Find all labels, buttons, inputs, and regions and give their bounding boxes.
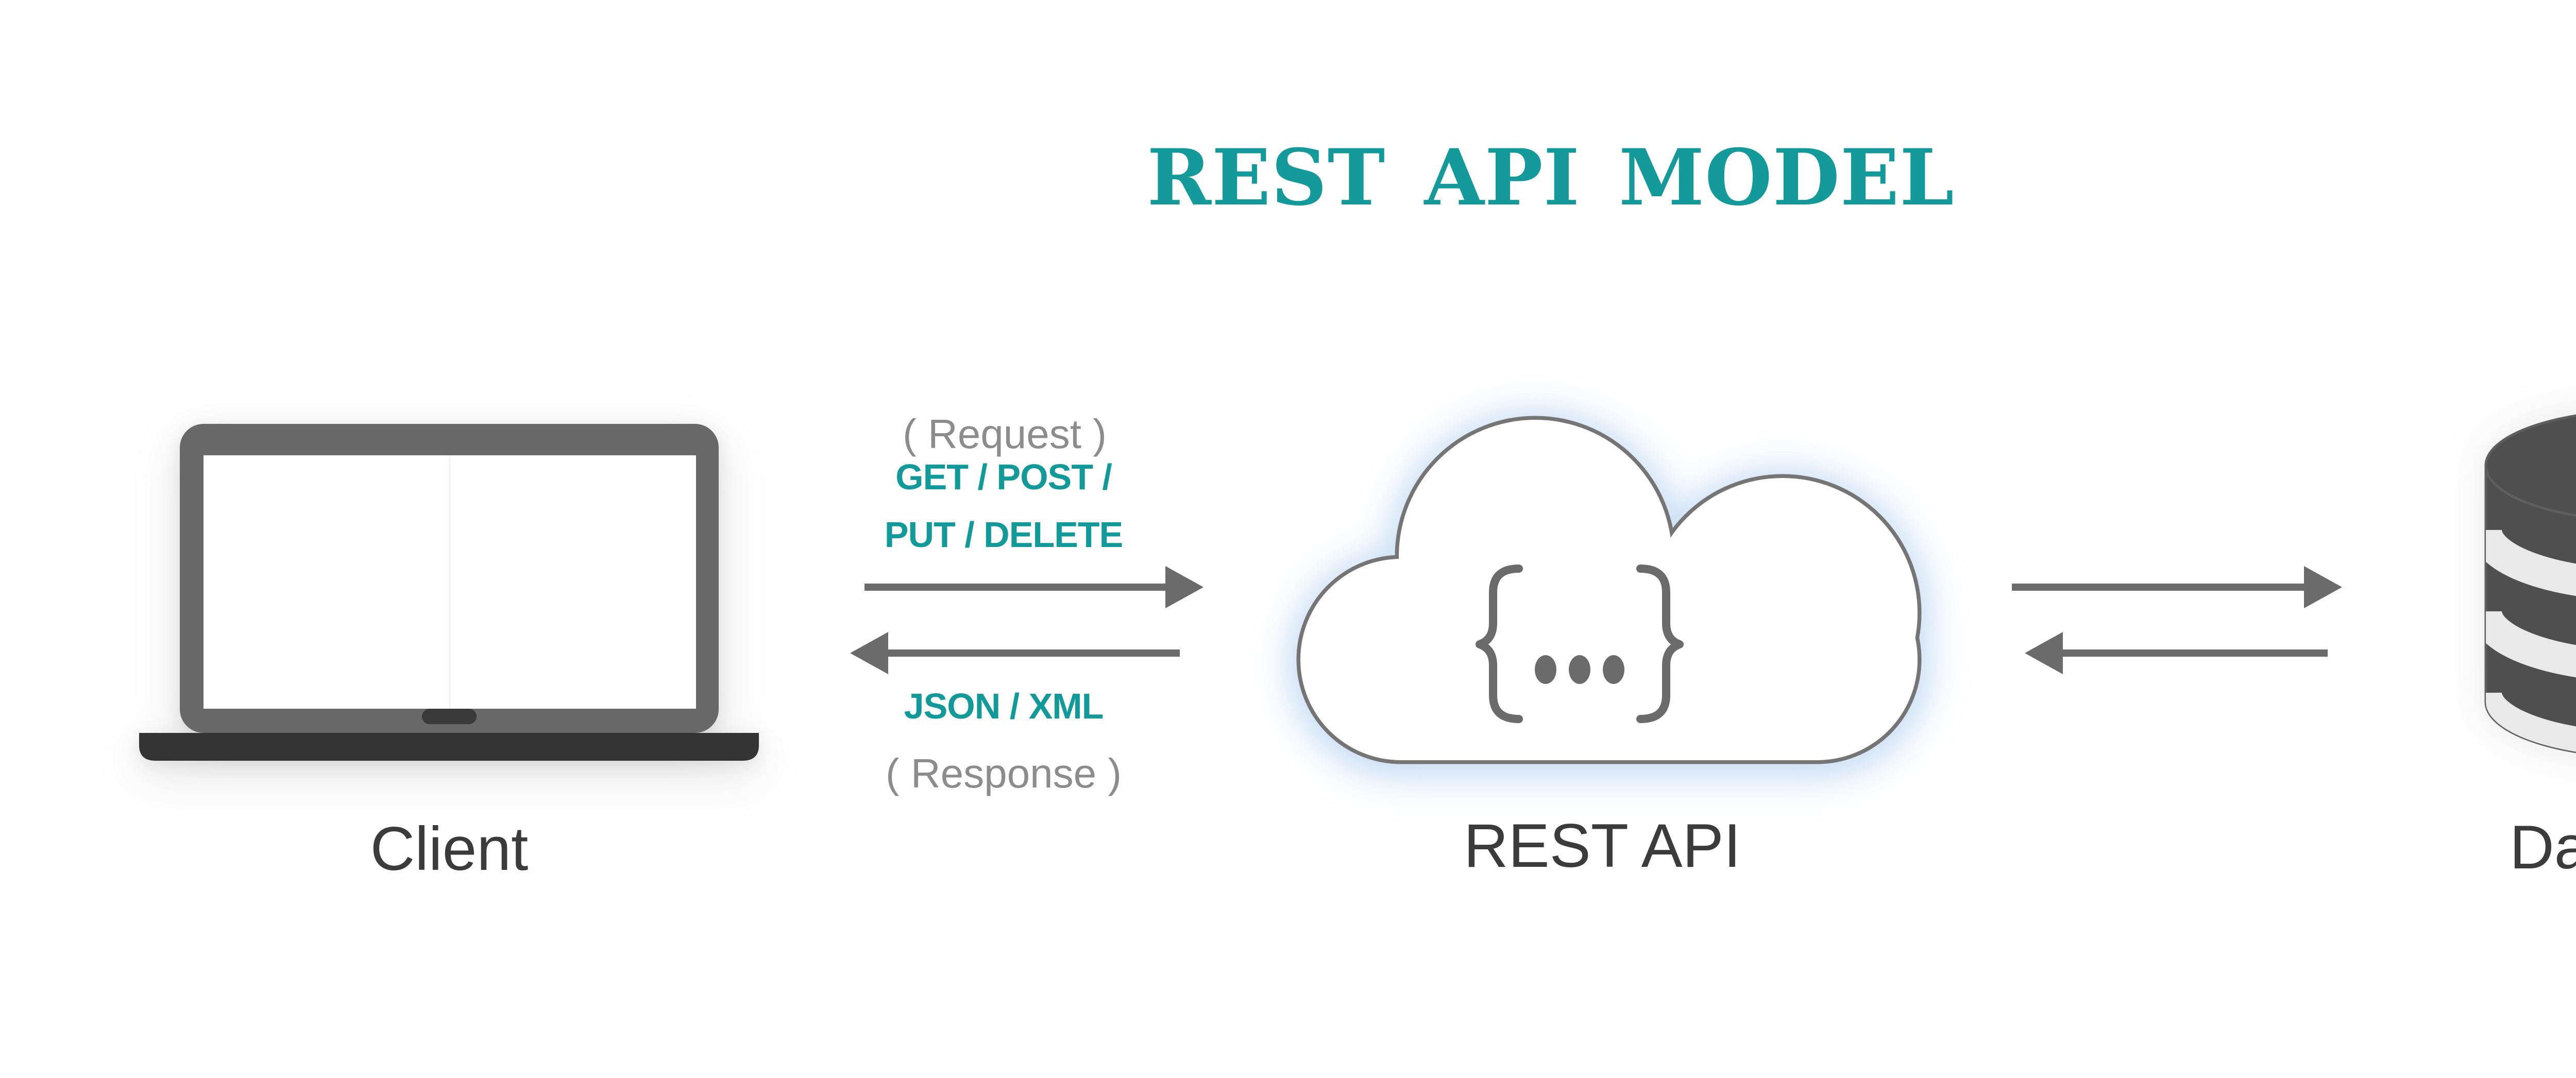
client-api-arrows bbox=[850, 566, 1204, 674]
laptop-notch bbox=[422, 709, 477, 724]
client-label: Client bbox=[370, 814, 529, 883]
arrow-left-icon bbox=[850, 632, 1180, 674]
db-top-disk bbox=[2484, 414, 2576, 517]
arrow-left-icon bbox=[2025, 632, 2328, 674]
db-bands bbox=[2486, 529, 2576, 757]
rest-api-label: REST API bbox=[1463, 811, 1741, 880]
response-formats: JSON / XML bbox=[904, 686, 1104, 726]
left-brace bbox=[1476, 564, 1523, 723]
right-brace bbox=[1636, 564, 1684, 723]
api-db-arrows bbox=[2012, 566, 2342, 674]
arrow-right-icon bbox=[2012, 566, 2342, 608]
laptop-base bbox=[139, 733, 759, 761]
arrow-right-icon bbox=[865, 566, 1204, 608]
braces-icon bbox=[1476, 564, 1684, 723]
request-caption: ( Request ) bbox=[903, 411, 1107, 457]
request-methods-line2: PUT / DELETE bbox=[884, 515, 1123, 555]
ellipsis-dots bbox=[1535, 655, 1624, 684]
laptop-icon bbox=[139, 424, 759, 761]
cloud-fill bbox=[1300, 420, 1918, 760]
page-title: REST API MODEL bbox=[1147, 132, 1955, 223]
database-label: Database bbox=[2510, 813, 2576, 882]
response-caption: ( Response ) bbox=[886, 750, 1122, 796]
cloud-icon bbox=[1296, 416, 1922, 764]
request-methods-line1: GET / POST / bbox=[895, 457, 1112, 497]
laptop-screen bbox=[204, 455, 696, 709]
database-icon bbox=[2484, 414, 2576, 757]
